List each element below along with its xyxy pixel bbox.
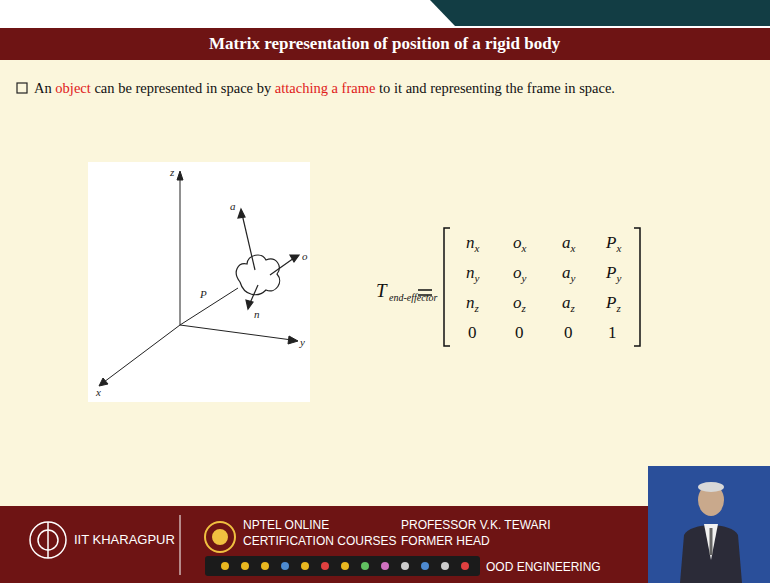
iit-logo [30,522,66,558]
entry-subscript: x [571,242,576,254]
matrix-entry: oy [513,263,526,283]
entry-subscript: y [522,272,527,284]
figure-panel [88,162,310,402]
entry-subscript: y [571,272,576,284]
matrix-entry: nz [466,293,479,313]
highlighted-term: object [55,80,90,96]
entry-base: P [606,263,616,282]
entry-subscript: x [522,242,527,254]
matrix-entry: az [562,293,575,313]
axis-label: x [96,386,101,398]
axis-label: n [254,308,260,320]
axis-label: y [300,336,305,348]
axes [99,171,298,386]
nptel-logo [205,522,235,552]
bullet-run: can be represented in space by [94,80,271,96]
entry-subscript: y [475,272,480,284]
footer-text: OOD ENGINEERING [486,560,601,574]
entry-subscript: x [475,242,480,254]
speaker-figure [680,482,742,583]
entry-subscript: x [616,242,621,254]
axis-label: P [200,288,207,300]
highlighted-term: attaching a frame [275,80,376,96]
entry-subscript: z [475,302,479,314]
matrix-brackets [418,228,640,346]
axis-label: a [230,200,236,212]
slide-body [0,60,770,506]
entry-subscript: z [571,302,575,314]
speaker-video [648,466,770,583]
bullet-square [17,83,27,93]
footer-text: NPTEL ONLINE [243,518,329,532]
entry-subscript: y [616,272,621,284]
entry-base: P [606,293,616,312]
matrix-entry: Px [606,233,621,253]
matrix-entry: ax [562,233,575,253]
footer-divider [180,515,181,575]
toolbar-icons [221,562,469,570]
slide-title: Matrix representation of position of a r… [209,34,560,54]
body-frame [238,209,299,309]
entry-base: n [466,263,475,282]
matrix-entry: Pz [606,293,621,313]
entry-subscript: z [616,302,620,314]
axis-label: z [170,166,174,178]
bullet-run: An [34,80,52,96]
bullet-text: An object can be represented in space by… [34,80,764,97]
matrix-entry: ox [513,233,526,253]
matrix-entry: ay [562,263,575,283]
entry-base: n [466,233,475,252]
matrix-entry: 0 [564,323,573,343]
footer-text: CERTIFICATION COURSES [243,534,397,548]
matrix-entry: 0 [515,323,524,343]
entry-base: o [513,233,522,252]
matrix-entry: oz [513,293,526,313]
matrix-subscript: end-effector [389,292,437,303]
entry-base: a [562,293,571,312]
matrix-entry: Py [606,263,621,283]
entry-base: a [562,233,571,252]
top-strip [0,0,770,28]
footer-text: IIT KHARAGPUR [74,532,175,547]
footer-text: PROFESSOR V.K. TEWARI [401,518,551,532]
matrix-symbol: T [376,280,387,302]
entry-base: o [513,293,522,312]
entry-base: a [562,263,571,282]
entry-base: n [466,293,475,312]
annotation-toolbar [205,556,480,576]
matrix-entry: nx [466,233,479,253]
matrix-entry: ny [466,263,479,283]
rigid-body [236,255,279,295]
axis-label: o [302,250,308,262]
matrix-entry: 1 [608,323,617,343]
entry-base: o [513,263,522,282]
footer-text: FORMER HEAD [401,534,490,548]
entry-subscript: z [522,302,526,314]
title-bar [0,28,770,60]
bullet-run: to it and representing the frame in spac… [379,80,615,96]
top-accent [430,0,770,26]
matrix-entry: 0 [468,323,477,343]
entry-base: P [606,233,616,252]
